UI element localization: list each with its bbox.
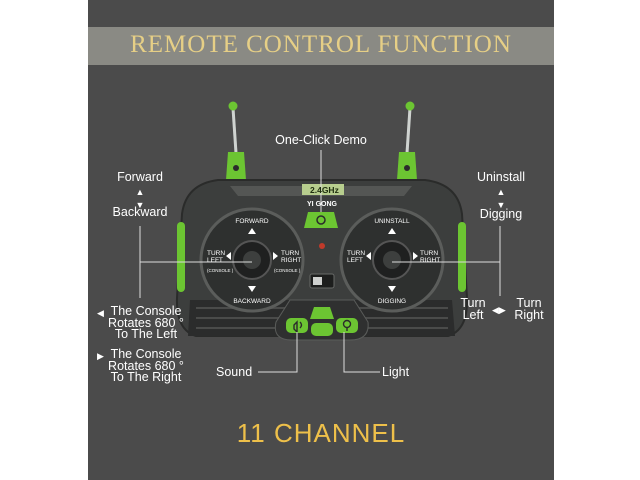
- pad-right-up-label: UNINSTALL: [374, 218, 410, 225]
- arrow-up-down-icon: ▲▼: [135, 187, 145, 210]
- pad-right-left-label: TURN LEFT: [347, 250, 366, 264]
- arrow-up-down-icon: ▲▼: [496, 187, 506, 210]
- pad-left-right-sub: (CONSOLE ): [274, 268, 301, 273]
- callout-forward: Forward: [117, 170, 163, 184]
- right-antenna-icon: [397, 101, 417, 180]
- callout-digging: Digging: [479, 207, 523, 221]
- channel-label: 11 CHANNEL: [236, 418, 406, 448]
- arrow-left-right-icon: ◀▶: [492, 305, 506, 315]
- arrow-right-icon: ▶: [97, 351, 104, 361]
- light-icon: [342, 319, 352, 331]
- pad-left-up-label: FORWARD: [235, 218, 269, 225]
- pad-right-right-label: TURN RIGHT: [420, 250, 441, 264]
- callout-light: Light: [382, 365, 410, 379]
- display-freq: 2.4GHz: [310, 185, 339, 195]
- pad-right-down-label: DIGGING: [378, 298, 406, 305]
- pad-left-left-label: TURN LEFT: [207, 250, 226, 264]
- callout-turn-right: Turn Right: [514, 296, 544, 322]
- page-title: REMOTE CONTROL FUNCTION: [130, 31, 512, 58]
- callout-turn-left: Turn Left: [460, 296, 486, 322]
- pad-left-left-sub: (CONSOLE ): [207, 268, 234, 273]
- display-brand: YI GONG: [307, 201, 338, 208]
- callout-demo: One-Click Demo: [275, 133, 367, 147]
- callout-backward: Backward: [112, 205, 168, 219]
- callout-sound: Sound: [216, 365, 253, 379]
- pad-left-down-label: BACKWARD: [233, 298, 271, 305]
- callout-uninstall: Uninstall: [477, 170, 525, 184]
- top-center-button: [310, 307, 334, 319]
- callout-console-right: The Console Rotates 680 ° To The Right: [108, 347, 184, 384]
- demo-icon: [316, 215, 326, 225]
- left-antenna-icon: [226, 101, 246, 180]
- callout-console-left: The Console Rotates 680 ° To The Left: [108, 304, 184, 341]
- pad-left-right-label: TURN RIGHT: [281, 250, 302, 264]
- light-button: [336, 318, 358, 333]
- title-banner: [88, 27, 554, 65]
- center-bottom-button: [311, 323, 333, 336]
- arrow-left-icon: ◀: [97, 308, 104, 318]
